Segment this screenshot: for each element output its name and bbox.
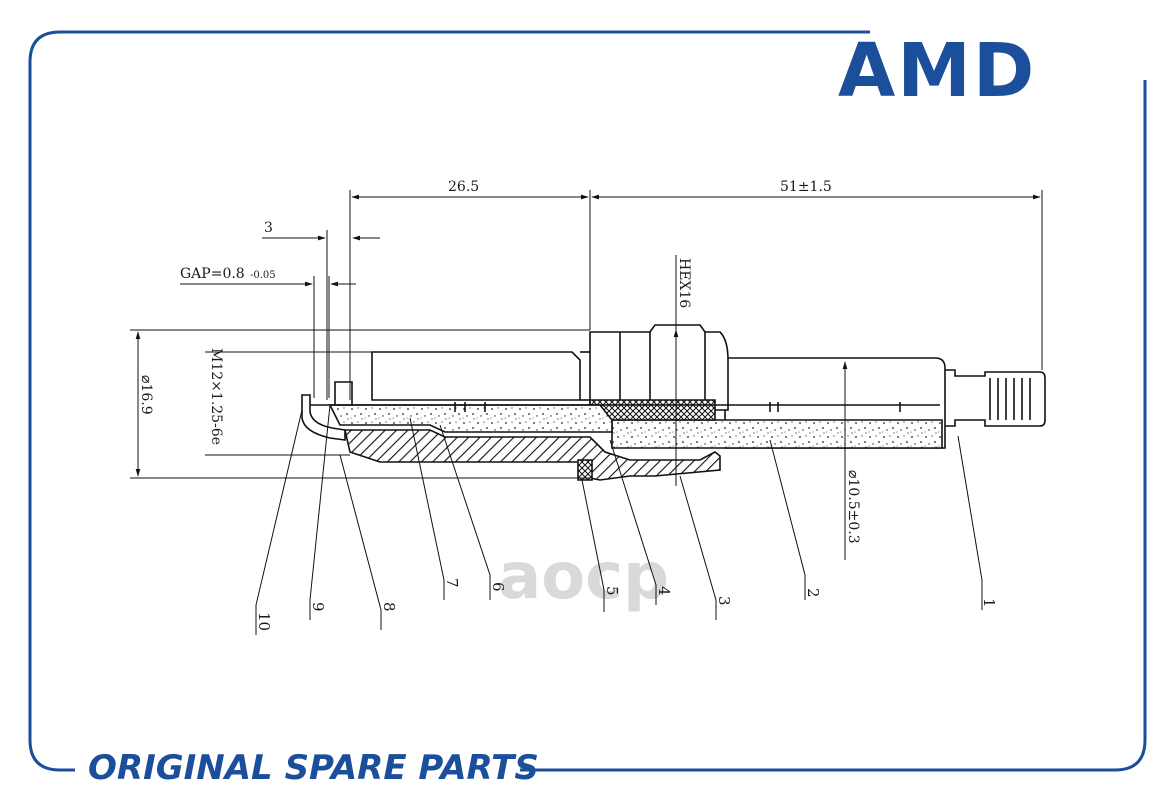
dim-51: 51±1.5	[780, 179, 832, 195]
hex-nut	[589, 324, 729, 411]
callout-5: 5	[603, 586, 621, 596]
dim-gap: GAP=0.8	[180, 266, 245, 282]
insulator-ceramic-upper	[611, 419, 943, 449]
callout-9: 9	[309, 602, 327, 612]
dim-diameter-16-9: ⌀16.9	[138, 375, 154, 415]
ground-electrode	[301, 394, 346, 441]
callout-4: 4	[655, 586, 673, 596]
dimension-lines	[130, 190, 1043, 560]
dim-hex: HEX16	[676, 258, 692, 308]
dim-diameter-10-5: ⌀10.5±0.3	[845, 470, 861, 544]
callout-6: 6	[489, 582, 507, 592]
brand-logo: AMD	[838, 28, 1036, 114]
insulator-ceramic-lower	[328, 404, 613, 433]
terminal-nut	[939, 369, 1046, 427]
threaded-shell	[371, 351, 581, 401]
watermark-text: aocp	[498, 540, 669, 614]
callout-3: 3	[715, 596, 733, 606]
dim-26-5: 26.5	[448, 179, 479, 195]
callout-10: 10	[255, 612, 273, 631]
brand-logo-text: AMD	[838, 28, 1036, 114]
callout-2: 2	[804, 588, 822, 598]
gasket	[577, 459, 593, 481]
dim-gap-tolerance: -0.05	[250, 270, 276, 281]
dim-3: 3	[264, 220, 273, 236]
shell-hatched	[343, 429, 721, 481]
frame-border	[28, 30, 1147, 772]
center-electrode	[334, 381, 353, 406]
callout-7: 7	[443, 578, 461, 588]
callout-1: 1	[980, 598, 998, 608]
callout-leaders	[255, 404, 983, 635]
footer-text: ORIGINAL SPARE PARTS	[88, 748, 539, 788]
terminal-ribs	[989, 378, 1031, 420]
spark-plug	[301, 324, 1046, 481]
callout-8: 8	[380, 602, 398, 612]
dim-thread: M12×1.25-6e	[208, 348, 224, 445]
